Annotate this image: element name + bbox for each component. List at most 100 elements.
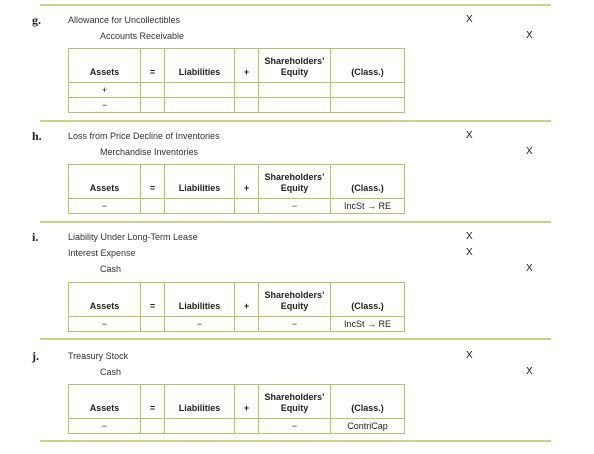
- table-row: − − IncSt → RE: [68, 198, 405, 214]
- classification-header: (Class.): [330, 384, 405, 419]
- equity-header-line2: Equity: [280, 300, 309, 311]
- table-row: − − − IncSt → RE: [68, 316, 405, 332]
- class-cell: ContriCap: [330, 418, 405, 434]
- liabilities-header: Liabilities: [164, 48, 235, 83]
- journal-entry-line: Accounts Receivable . . . . . . . . . . …: [0, 30, 594, 46]
- classification-header: (Class.): [330, 164, 405, 199]
- equity-cell: −: [258, 198, 331, 214]
- section-letter: g.: [32, 13, 41, 27]
- debit-mark: X: [466, 350, 473, 361]
- accounting-equation-table: Assets = Liabilities + Shareholders’Equi…: [68, 282, 405, 332]
- section-letter: j.: [32, 349, 39, 363]
- equity-header-line1: Shareholders’: [264, 391, 325, 402]
- journal-entry-line: Interest Expense . . . . . . . . . . . .…: [0, 247, 594, 263]
- shareholders-equity-header: Shareholders’Equity: [258, 164, 331, 199]
- table-row: −: [68, 97, 405, 113]
- liabilities-header: Liabilities: [164, 384, 235, 419]
- account-name: Accounts Receivable: [100, 31, 187, 41]
- liabilities-cell: [164, 418, 235, 434]
- assets-cell: −: [68, 198, 141, 214]
- account-name-cell: Treasury Stock . . . . . . . . . . . . .…: [68, 350, 398, 362]
- class-cell: IncSt → RE: [330, 198, 405, 214]
- assets-header: Assets: [68, 48, 141, 83]
- debit-mark: X: [466, 130, 473, 141]
- equity-header-line2: Equity: [280, 402, 309, 413]
- account-name: Allowance for Uncollectibles: [68, 15, 183, 25]
- account-name: Merchandise Inventories: [100, 147, 201, 157]
- blank-cell: [234, 198, 259, 214]
- classification-header: (Class.): [330, 282, 405, 317]
- credit-mark: X: [526, 30, 533, 41]
- assets-cell: −: [68, 97, 141, 113]
- accounting-equation-table: Assets = Liabilities + Shareholders’Equi…: [68, 164, 405, 214]
- account-name-cell: Interest Expense . . . . . . . . . . . .…: [68, 247, 398, 259]
- equity-header-line1: Shareholders’: [264, 289, 325, 300]
- accounting-equation-table: Assets = Liabilities + Shareholders’Equi…: [68, 384, 405, 434]
- journal-entry-line: Liability Under Long-Term Lease . . . . …: [0, 231, 594, 247]
- blank-cell: [234, 316, 259, 332]
- equity-cell: [258, 82, 331, 98]
- equity-header-line1: Shareholders’: [264, 55, 325, 66]
- account-name-cell: Allowance for Uncollectibles . . . . . .…: [68, 14, 398, 26]
- divider-rule: [40, 338, 551, 340]
- liabilities-cell: [164, 82, 235, 98]
- assets-header: Assets: [68, 384, 141, 419]
- plus-sign: +: [234, 48, 259, 83]
- credit-mark: X: [526, 366, 533, 377]
- shareholders-equity-header: Shareholders’Equity: [258, 282, 331, 317]
- account-name: Liability Under Long-Term Lease: [68, 232, 200, 242]
- liabilities-cell: [164, 97, 235, 113]
- account-name-cell: Loss from Price Decline of Inventories .…: [68, 130, 398, 142]
- equity-cell: −: [258, 316, 331, 332]
- class-cell: IncSt → RE: [330, 316, 405, 332]
- debit-mark: X: [466, 14, 473, 25]
- blank-cell: [140, 198, 165, 214]
- account-name-cell: Cash . . . . . . . . . . . . . . . . . .…: [100, 263, 398, 275]
- account-name: Cash: [100, 367, 124, 377]
- journal-entry-line: Merchandise Inventories . . . . . . . . …: [0, 146, 594, 162]
- assets-cell: −: [68, 316, 141, 332]
- assets-header: Assets: [68, 164, 141, 199]
- liabilities-header: Liabilities: [164, 164, 235, 199]
- divider-rule: [40, 4, 551, 6]
- equals-sign: =: [140, 384, 165, 419]
- account-name-cell: Cash . . . . . . . . . . . . . . . . . .…: [100, 366, 398, 378]
- liabilities-header: Liabilities: [164, 282, 235, 317]
- equals-sign: =: [140, 282, 165, 317]
- accounting-equation-table: Assets = Liabilities + Shareholders’Equi…: [68, 48, 405, 113]
- credit-mark: X: [526, 263, 533, 274]
- account-name-cell: Liability Under Long-Term Lease . . . . …: [68, 231, 398, 243]
- journal-entry-line: Allowance for Uncollectibles . . . . . .…: [0, 14, 594, 30]
- divider-rule: [40, 120, 551, 122]
- journal-entry-line: Treasury Stock . . . . . . . . . . . . .…: [0, 350, 594, 366]
- account-name: Interest Expense: [68, 248, 138, 258]
- account-name: Treasury Stock: [68, 351, 131, 361]
- blank-cell: [234, 82, 259, 98]
- blank-cell: [140, 316, 165, 332]
- assets-cell: −: [68, 418, 141, 434]
- equals-sign: =: [140, 48, 165, 83]
- account-name: Cash: [100, 264, 124, 274]
- blank-cell: [140, 97, 165, 113]
- plus-sign: +: [234, 164, 259, 199]
- section-letter: h.: [32, 129, 42, 143]
- class-cell: [330, 82, 405, 98]
- journal-entry-line: Loss from Price Decline of Inventories .…: [0, 130, 594, 146]
- journal-entry-line: Cash . . . . . . . . . . . . . . . . . .…: [0, 366, 594, 382]
- blank-cell: [140, 418, 165, 434]
- equity-header-line2: Equity: [280, 182, 309, 193]
- blank-cell: [140, 82, 165, 98]
- class-cell: [330, 97, 405, 113]
- blank-cell: [234, 418, 259, 434]
- divider-rule: [40, 440, 551, 442]
- divider-rule: [40, 221, 551, 223]
- section-letter: i.: [32, 230, 39, 244]
- classification-header: (Class.): [330, 48, 405, 83]
- plus-sign: +: [234, 282, 259, 317]
- debit-mark: X: [466, 231, 473, 242]
- table-row: +: [68, 82, 405, 98]
- equity-cell: −: [258, 418, 331, 434]
- equals-sign: =: [140, 164, 165, 199]
- credit-mark: X: [526, 146, 533, 157]
- equity-cell: [258, 97, 331, 113]
